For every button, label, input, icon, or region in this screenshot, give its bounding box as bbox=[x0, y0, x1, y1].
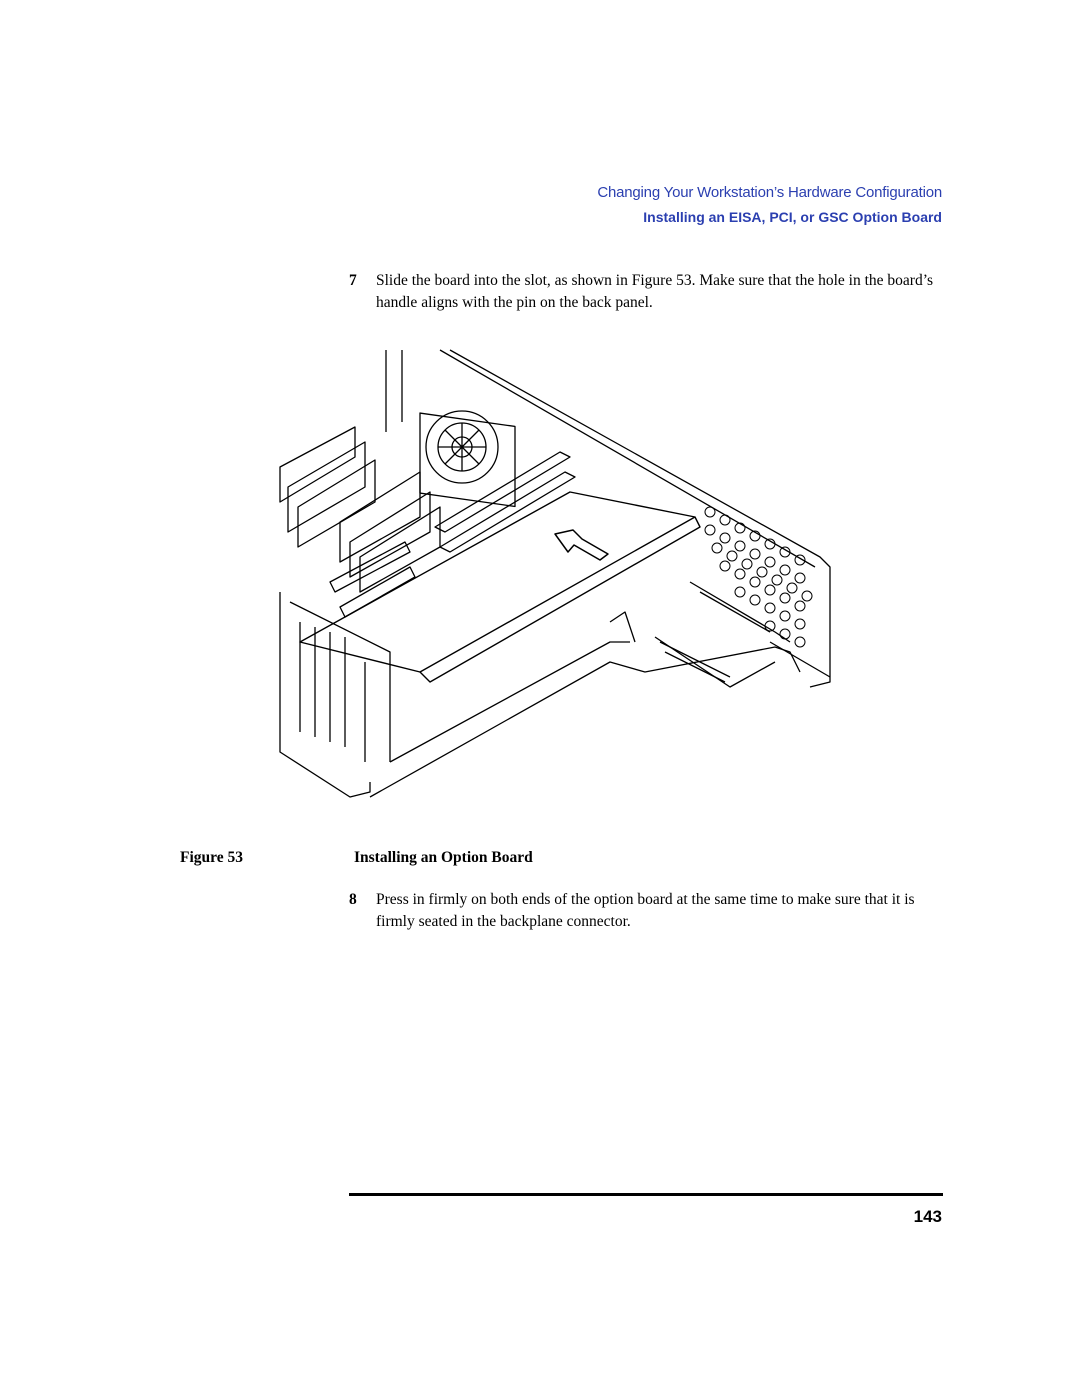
step-number: 7 bbox=[349, 272, 357, 289]
step-7: 7 Slide the board into the slot, as show… bbox=[349, 270, 949, 314]
card-cage bbox=[279, 581, 831, 798]
step-8: 8 Press in firmly on both ends of the op… bbox=[349, 889, 949, 933]
footer-rule bbox=[349, 1193, 943, 1196]
memory-modules bbox=[279, 426, 441, 593]
figure-label: Figure 53 bbox=[180, 849, 243, 866]
running-header-chapter: Changing Your Workstation’s Hardware Con… bbox=[597, 184, 942, 201]
backplane-connectors bbox=[329, 451, 576, 618]
insertion-arrow-icon bbox=[554, 529, 609, 561]
step-text: Press in firmly on both ends of the opti… bbox=[376, 891, 915, 930]
running-header-section: Installing an EISA, PCI, or GSC Option B… bbox=[643, 209, 942, 225]
vent-grid bbox=[704, 506, 813, 648]
figure-title: Installing an Option Board bbox=[354, 849, 533, 866]
fan bbox=[419, 410, 516, 508]
option-board bbox=[299, 491, 701, 683]
step-text: Slide the board into the slot, as shown … bbox=[376, 272, 934, 311]
step-number: 8 bbox=[349, 891, 357, 908]
page-number: 143 bbox=[913, 1207, 942, 1226]
option-board-illustration bbox=[279, 349, 831, 798]
